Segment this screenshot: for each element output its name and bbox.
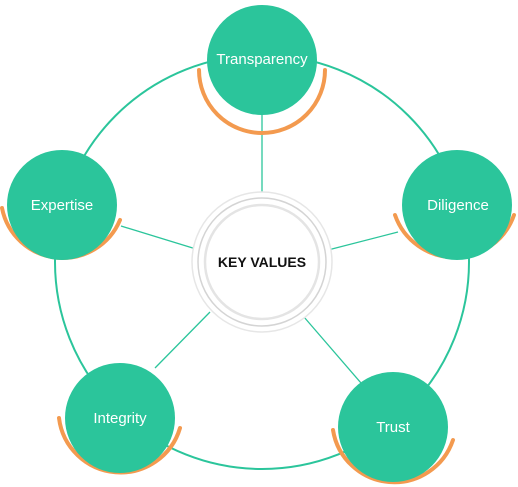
node-label-transparency: Transparency xyxy=(216,51,308,68)
spoke-trust xyxy=(303,316,362,384)
spoke-integrity xyxy=(154,311,211,369)
node-circle-trust xyxy=(338,372,448,482)
node-transparency: Transparency xyxy=(197,5,327,135)
node-integrity: Integrity xyxy=(57,363,182,475)
center-hub: KEY VALUES xyxy=(191,191,333,333)
node-trust: Trust xyxy=(331,372,455,485)
node-label-integrity: Integrity xyxy=(93,410,147,427)
spoke-expertise xyxy=(120,225,197,250)
node-diligence: Diligence xyxy=(393,150,516,260)
node-circle-diligence xyxy=(402,150,512,260)
node-circle-integrity xyxy=(65,363,175,473)
node-expertise: Expertise xyxy=(0,150,122,260)
node-label-expertise: Expertise xyxy=(31,197,94,214)
node-label-trust: Trust xyxy=(376,419,410,436)
node-label-diligence: Diligence xyxy=(427,197,489,214)
node-circle-transparency xyxy=(207,5,317,115)
accent-arc-trust xyxy=(331,428,455,485)
center-ring-inner xyxy=(203,203,321,321)
spokes xyxy=(120,112,399,384)
center-label: KEY VALUES xyxy=(218,254,306,270)
spoke-diligence xyxy=(327,231,399,251)
node-circle-expertise xyxy=(7,150,117,260)
accent-arc-transparency xyxy=(197,68,327,135)
